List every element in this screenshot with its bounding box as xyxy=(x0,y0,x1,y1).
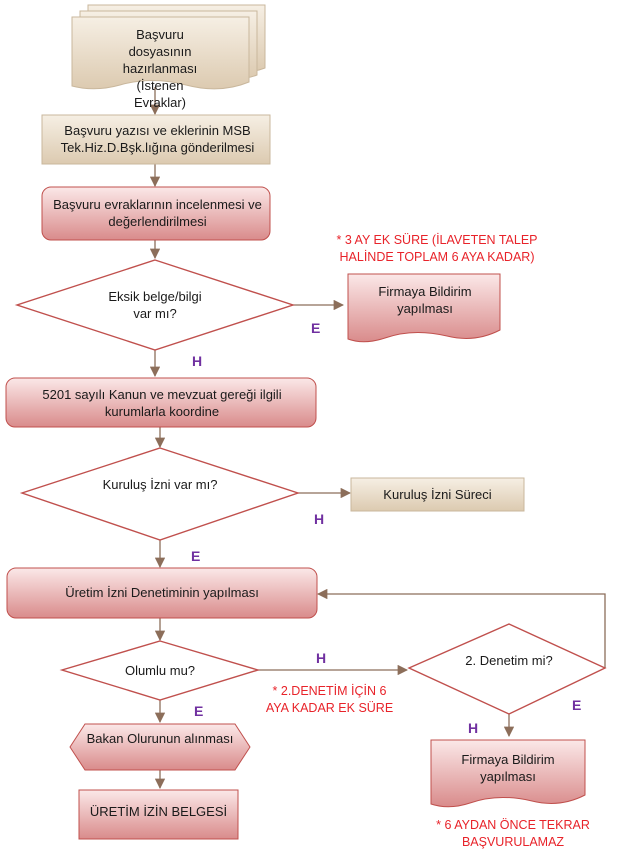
arrow-second-loop-to-audit xyxy=(316,588,606,668)
production-certificate-label: ÜRETİM İZİN BELGESİ xyxy=(89,804,228,819)
positive-diamond xyxy=(59,640,261,701)
connectors xyxy=(149,87,606,790)
h-label-missing: H xyxy=(192,353,203,369)
second-audit-question-label: 2. Denetim mi? xyxy=(465,653,553,668)
note-extra-time-3-months: * 3 AY EK SÜRE (İLAVETEN TALEP HALİNDE T… xyxy=(336,233,538,264)
missing-docs-diamond xyxy=(14,259,296,351)
coordination-box xyxy=(5,377,317,428)
minister-approval-hexagon xyxy=(69,723,251,771)
production-audit-label: Üretim İzni Denetiminin yapılması xyxy=(65,585,259,600)
submit-to-msb-box xyxy=(41,114,271,165)
positive-question-label: Olumlu mu? xyxy=(124,663,196,678)
e-label-permit: E xyxy=(191,548,201,564)
note-second-audit-extra: * 2.DENETİM İÇİN 6 AYA KADAR EK SÜRE xyxy=(265,684,394,715)
notify-firm-2-box xyxy=(430,739,586,808)
e-label-positive: E xyxy=(194,703,204,719)
missing-docs-question-label: Eksik belge/bilgi var mı? xyxy=(108,289,202,321)
minister-approval-label: Bakan Olurunun alınması xyxy=(86,731,234,746)
permit-process-label: Kuruluş İzni Süreci xyxy=(383,487,492,502)
review-docs-box xyxy=(41,186,271,241)
h-label-positive: H xyxy=(316,650,327,666)
h-label-permit: H xyxy=(314,511,325,527)
note-no-reapply: * 6 AYDAN ÖNCE TEKRAR BAŞVURULAMAZ xyxy=(436,818,590,849)
second-audit-diamond xyxy=(407,623,607,715)
permit-question-label: Kuruluş İzni var mı? xyxy=(102,477,218,492)
notify-firm-1-label: Firmaya Bildirim yapılması xyxy=(378,284,472,316)
application-docs-label: Başvuru dosyasının hazırlanması (İstenen… xyxy=(122,27,198,110)
permit-process-box xyxy=(350,477,525,512)
e-label-second: E xyxy=(572,697,582,713)
submit-to-msb-label: Başvuru yazısı ve eklerinin MSB Tek.Hiz.… xyxy=(60,123,255,155)
review-docs-label: Başvuru evraklarının incelenmesi ve değe… xyxy=(53,197,262,229)
application-docs-shape xyxy=(71,4,266,90)
notify-firm-2-label: Firmaya Bildirim yapılması xyxy=(461,752,555,784)
production-certificate-box xyxy=(78,789,239,840)
notify-firm-1-box xyxy=(347,273,501,343)
production-audit-box xyxy=(6,567,318,619)
h-label-second: H xyxy=(468,720,479,736)
permit-diamond xyxy=(19,447,301,541)
coordination-label: 5201 sayılı Kanun ve mevzuat gereği ilgi… xyxy=(42,387,282,419)
e-label-missing: E xyxy=(311,320,321,336)
